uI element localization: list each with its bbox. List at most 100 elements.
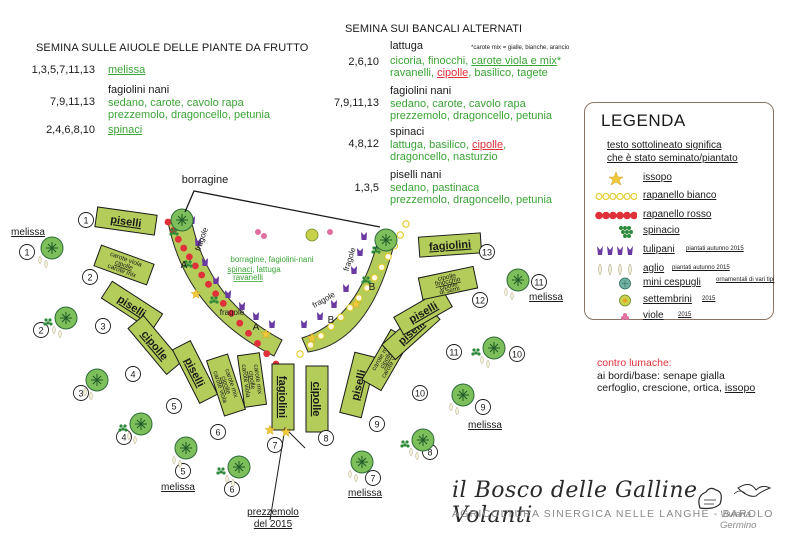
tulip-mark — [253, 312, 259, 320]
white-radish-mark — [384, 252, 392, 261]
tulip-mark — [225, 290, 231, 298]
garlic-mark — [89, 391, 93, 401]
white-radish-mark — [296, 350, 304, 358]
borragine-label: borragine — [182, 174, 228, 186]
lumache-line-2b: issopo — [724, 382, 756, 394]
borragine-leader — [184, 190, 381, 228]
bed-number-5-circle — [166, 398, 182, 414]
legend-label-mini-cespugli: mini cespugli — [643, 277, 701, 288]
carote-mix-note: *carote mix = gialle, bianche, arancio — [471, 45, 570, 51]
left-block-3: spinaci — [108, 124, 142, 137]
tulip-mark — [317, 312, 323, 320]
garlic-mark — [409, 447, 413, 457]
left-block-3-line: spinaci — [108, 124, 143, 136]
outer-number-10-text: 10 — [512, 350, 522, 360]
red-radish-mark — [245, 329, 252, 337]
red-radish-mark — [164, 218, 172, 226]
left-block-1-nums: 1,3,5,7,11,13 — [31, 64, 95, 76]
tulip-mark — [301, 320, 307, 328]
right-block-4-title: piselli nani — [390, 169, 442, 181]
outer-number-9-circle — [475, 399, 491, 415]
bed-right-6: fagiolini — [417, 232, 483, 258]
legend-label-rapanello-rosso: rapanello rosso — [643, 209, 712, 220]
left-block-2-nums: 7,9,11,13 — [49, 96, 95, 108]
right-block-4-line-1: sedano, pastinaca — [390, 181, 480, 194]
garlic-mark — [504, 287, 508, 297]
bed-mid-2-rect — [305, 365, 329, 433]
legend-note-settembrini: 2015 — [702, 296, 716, 302]
section-a-label-2: A — [253, 322, 260, 333]
right-block-3-line-2: dragoncello, nasturzio — [390, 151, 498, 163]
melissa-shrub-icon — [174, 436, 198, 460]
bed-number-7-text: 7 — [272, 441, 277, 451]
legend-title: LEGENDA — [601, 111, 686, 130]
bed-number-8-text: 8 — [323, 434, 328, 444]
bed-number-6-text: 6 — [215, 428, 220, 438]
melissa-shrub-icon — [350, 450, 374, 474]
right-block-1-line1c: * — [556, 54, 562, 67]
bed-number-13-text: 13 — [482, 248, 492, 258]
outer-number-4-text: 4 — [121, 433, 126, 443]
tulip-mark — [202, 258, 208, 266]
bed-right-5-label-2: cipolle — [439, 281, 459, 292]
center-label-2: spinaci, lattuga — [227, 265, 281, 274]
bed-number-10-text: 10 — [415, 389, 425, 399]
chicken-logo-icon — [698, 484, 772, 510]
red-radish-icon — [595, 211, 637, 220]
violet-mark — [261, 233, 267, 239]
bed-left-6-rect — [205, 353, 247, 417]
bed-number-3-text: 3 — [100, 322, 105, 332]
bed-left-4-rect — [127, 314, 183, 376]
bed-right-5-label-0: cipolle — [437, 272, 457, 283]
issopo-icon — [608, 172, 624, 185]
bed-right-4-rect — [393, 288, 453, 336]
legend-note-mini-cespugli: ornamentali di vari tipi — [716, 277, 775, 283]
red-radish-mark — [236, 319, 244, 327]
red-radish-mark — [254, 340, 261, 347]
bed-mid-2-label: cipolle — [310, 382, 322, 417]
prezzemolo-label-1: prezzemolo — [247, 507, 299, 518]
white-radish-mark — [317, 332, 325, 340]
right-block-1-line2b: cipolle — [437, 67, 469, 79]
white-radish-mark — [377, 263, 386, 271]
garlic-mark — [480, 355, 484, 365]
melissa-label: melissa — [161, 482, 195, 493]
bed-left-7-rect — [236, 352, 268, 408]
violet-icon — [621, 313, 629, 320]
bed-number-3-circle — [95, 318, 111, 334]
left-block-2: fagiolini nani sedano, carote, cavolo ra… — [108, 84, 270, 122]
garlic-mark — [38, 255, 42, 265]
spinach-mark — [216, 467, 226, 475]
bed-left-3-rect — [100, 280, 164, 332]
left-block-2-line-1: sedano, carote, cavolo rapa — [108, 96, 244, 109]
diagram-layer: AABBfragolefragolefragolefragoleborragin… — [11, 174, 563, 530]
violet-mark — [255, 229, 261, 235]
right-block-1: lattuga*carote mix = gialle, bianche, ar… — [390, 40, 569, 80]
melissa-label: melissa — [11, 227, 45, 238]
left-block-1-line: melissa — [108, 64, 146, 76]
melissa-shrub-icon — [506, 268, 530, 292]
right-block-3: spinaci lattuga, basilico, cipolle, drag… — [390, 126, 506, 164]
prezzemolo-label-2: del 2015 — [254, 519, 293, 530]
center-label-1: borragine, fagiolini-nani — [230, 255, 313, 264]
outer-number-11-circle — [531, 274, 547, 290]
logo-tagline: AGRICOLTURA SINERGICA NELLE LANGHE - BAR… — [452, 508, 774, 520]
tulip-mark — [269, 320, 275, 328]
outer-number-1-text: 1 — [24, 248, 29, 258]
bed-mid-1-rect — [271, 363, 295, 431]
red-radish-mark — [180, 244, 188, 252]
right-block-1-nums: 2,6,10 — [348, 56, 379, 68]
violet-mark — [327, 229, 333, 235]
tulip-mark — [343, 284, 349, 292]
shrub-icon — [619, 277, 631, 290]
melissa-shrub-icon — [451, 383, 475, 407]
red-radish-mark — [185, 253, 193, 261]
bed-right-6-rect — [417, 232, 483, 258]
garlic-mark — [133, 435, 137, 445]
center-label-2b: , lattuga — [252, 265, 281, 274]
outer-number-6-text: 6 — [229, 485, 234, 495]
bed-right-5-rect — [417, 265, 479, 301]
bed-left-7-label-1: cipolle — [247, 370, 257, 390]
red-radish-mark — [212, 290, 220, 298]
